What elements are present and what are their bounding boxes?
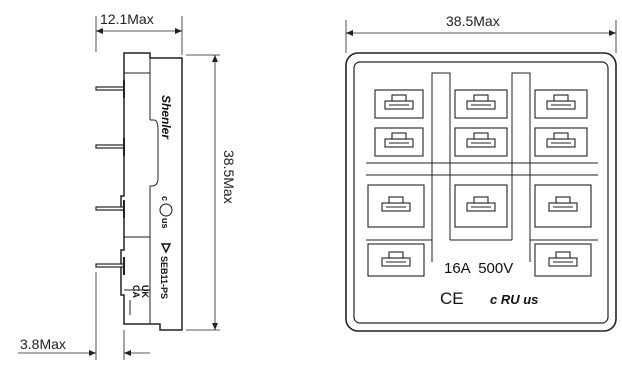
terminal-clip	[384, 132, 414, 148]
pin-length-label: 3.8Max	[20, 336, 66, 352]
terminal-clip	[546, 94, 576, 110]
ul-c-text: c	[160, 196, 170, 201]
terminal-clip	[381, 251, 411, 267]
side-view	[18, 16, 220, 360]
terminal-clip	[384, 94, 414, 110]
side-width-label: 12.1Max	[100, 11, 154, 27]
rating-label: 16A 500V	[444, 260, 513, 277]
terminal-clip	[548, 196, 578, 212]
brand-logo: Shenler	[159, 95, 173, 140]
terminal-clip	[466, 94, 496, 110]
front-width-label: 38.5Max	[446, 13, 500, 29]
terminal-clip	[466, 196, 496, 212]
side-height-label: 38.5Max	[221, 150, 237, 204]
terminal-clip	[548, 251, 578, 267]
terminal-clip	[466, 132, 496, 148]
terminal-clip	[381, 196, 411, 212]
cert-ca-label: CA	[131, 285, 141, 298]
terminal-clips	[381, 94, 578, 267]
cert-uk-label: UK	[140, 285, 150, 298]
front-view	[345, 20, 617, 332]
model-label: SEB11-PS	[159, 256, 169, 299]
ul-mark-front: c RU us	[490, 292, 538, 307]
ul-icon	[159, 203, 173, 217]
pin-group	[95, 80, 125, 275]
terminal-clip	[546, 132, 576, 148]
ce-mark: CE	[440, 289, 464, 308]
ul-mark-side: c us	[159, 196, 173, 229]
recycle-icon	[160, 243, 172, 254]
ul-us-text: us	[160, 218, 170, 229]
